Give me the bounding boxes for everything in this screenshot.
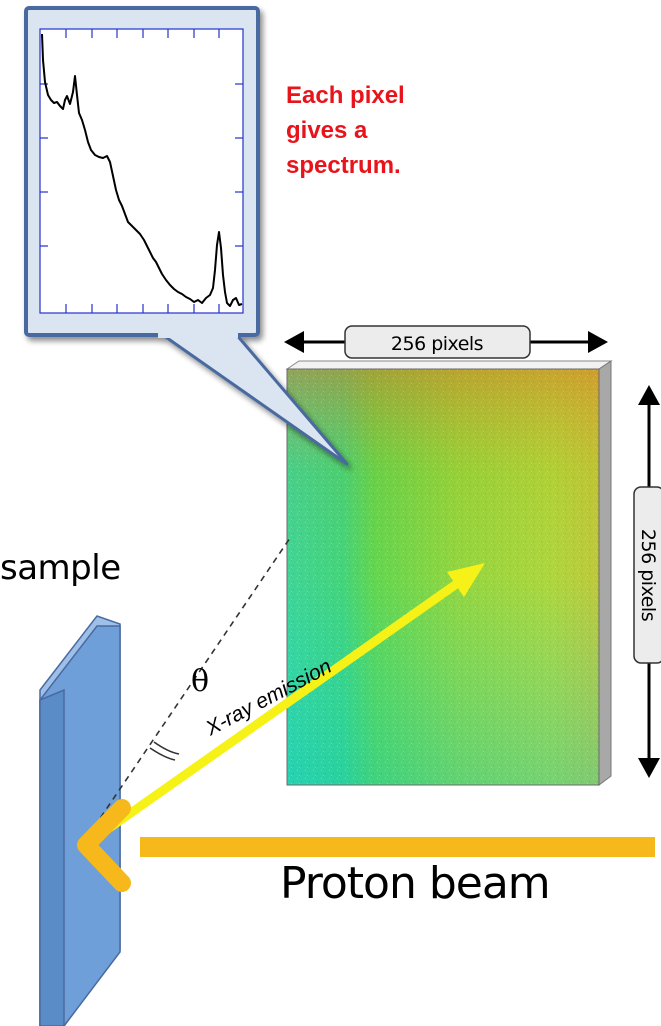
note-line-3: spectrum. bbox=[286, 152, 401, 179]
width-label-box bbox=[344, 325, 531, 359]
plot-ticks bbox=[40, 29, 243, 313]
angle-theta-label: θ bbox=[191, 664, 210, 699]
arrowhead-up-icon bbox=[638, 385, 660, 405]
xray-arrowhead-icon bbox=[447, 563, 485, 597]
proton-arrowhead-icon bbox=[77, 799, 131, 892]
detector bbox=[285, 360, 613, 786]
spectrum-curve bbox=[41, 33, 243, 307]
sample-label: sample bbox=[0, 548, 121, 588]
plot-area bbox=[39, 28, 244, 314]
height-label-box bbox=[633, 486, 661, 664]
detector-side-face bbox=[598, 360, 612, 786]
note-line-1: Each pixel bbox=[286, 82, 405, 109]
arrowhead-left-icon bbox=[284, 331, 304, 353]
xray-emission-arrow bbox=[83, 563, 485, 848]
width-dimension: 256 pixels bbox=[284, 325, 608, 359]
detector-top-face bbox=[285, 360, 613, 370]
height-dimension: 256 pixels bbox=[633, 385, 661, 778]
normal-dashed-line bbox=[81, 537, 291, 846]
arrowhead-right-icon bbox=[588, 331, 608, 353]
proton-beam-arrow bbox=[77, 799, 655, 892]
arrowhead-down-icon bbox=[638, 758, 660, 778]
angle-arc-outer bbox=[149, 747, 176, 761]
width-label: 256 pixels bbox=[391, 333, 483, 355]
sample-plate-front bbox=[39, 688, 65, 1026]
note-line-2: gives a bbox=[286, 117, 368, 144]
spectrum-plot bbox=[39, 28, 244, 314]
pixel-spectrum-note: Each pixel gives a spectrum. bbox=[286, 78, 506, 183]
angle-arc-inner bbox=[153, 741, 180, 755]
sample-plate bbox=[39, 615, 121, 1026]
proton-beam-label: Proton beam bbox=[280, 858, 551, 909]
height-label: 256 pixels bbox=[637, 529, 659, 621]
